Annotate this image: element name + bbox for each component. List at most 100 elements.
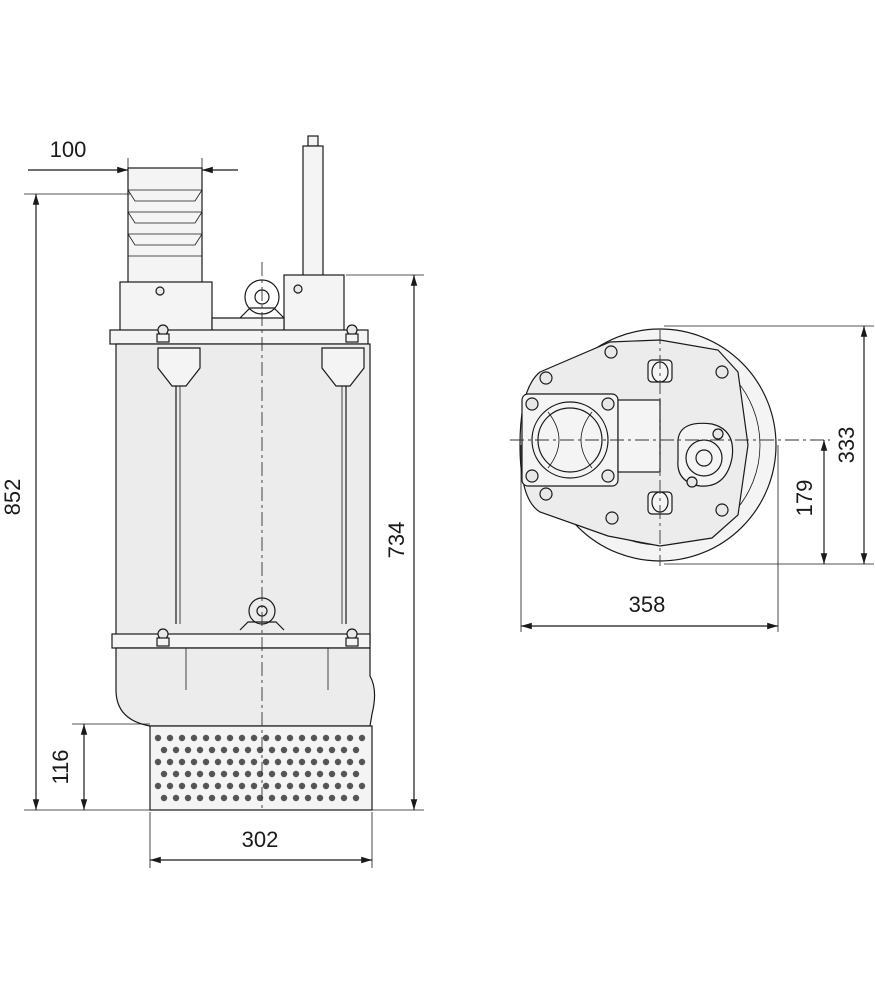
strainer-hole	[274, 734, 282, 742]
strainer-hole	[196, 770, 204, 778]
strainer-hole	[178, 782, 186, 790]
plan-depth-label: 333	[834, 427, 859, 464]
strainer-hole	[154, 782, 162, 790]
strainer-hole	[190, 758, 198, 766]
strainer-hole	[166, 758, 174, 766]
strainer-hole	[268, 770, 276, 778]
strainer-hole	[202, 734, 210, 742]
strainer-hole	[172, 746, 180, 754]
strainer-hole	[328, 794, 336, 802]
strainer-hole	[214, 782, 222, 790]
strainer-hole	[202, 758, 210, 766]
strainer-hole	[172, 770, 180, 778]
strainer-hole	[220, 770, 228, 778]
strainer-hole	[226, 734, 234, 742]
strainer-hole	[340, 746, 348, 754]
strainer-hole	[316, 770, 324, 778]
strainer-hole	[304, 770, 312, 778]
strainer-hole	[166, 734, 174, 742]
strainer-hole	[214, 734, 222, 742]
strainer-hole	[328, 746, 336, 754]
strainer-hole	[358, 782, 366, 790]
strainer-hole	[346, 782, 354, 790]
strainer-hole	[328, 770, 336, 778]
strainer-hole	[184, 794, 192, 802]
strainer-hole	[232, 770, 240, 778]
dim-plan-half-depth: 179	[792, 440, 828, 564]
strainer-hole	[184, 746, 192, 754]
strainer-hole	[346, 734, 354, 742]
strainer-hole	[262, 758, 270, 766]
strainer-hole	[268, 746, 276, 754]
strainer-hole	[268, 794, 276, 802]
strainer-hole	[244, 770, 252, 778]
strainer-hole	[160, 794, 168, 802]
dim-outlet-diameter: 100	[28, 137, 238, 185]
strainer-hole	[208, 770, 216, 778]
strainer-height-label: 116	[48, 749, 73, 784]
power-cable	[302, 135, 324, 277]
strainer-hole	[262, 734, 270, 742]
strainer-hole	[298, 782, 306, 790]
strainer-hole	[160, 746, 168, 754]
strainer-hole	[292, 770, 300, 778]
strainer-hole	[316, 746, 324, 754]
strainer-hole	[232, 794, 240, 802]
strainer-hole	[280, 746, 288, 754]
strainer-hole	[208, 746, 216, 754]
strainer-hole	[178, 758, 186, 766]
plan-half-depth-label: 179	[792, 480, 817, 517]
pump-housing	[111, 628, 376, 727]
strainer-hole	[286, 734, 294, 742]
strainer-hole	[214, 758, 222, 766]
strainer-hole	[184, 770, 192, 778]
strainer-hole	[280, 794, 288, 802]
strainer-hole	[244, 746, 252, 754]
inlet-strainer	[149, 725, 373, 811]
strainer-hole	[322, 734, 330, 742]
dim-overall-height: 852	[0, 193, 150, 811]
strainer-hole	[334, 734, 342, 742]
strainer-hole	[292, 746, 300, 754]
strainer-hole	[310, 758, 318, 766]
strainer-hole	[286, 758, 294, 766]
strainer-hole	[352, 770, 360, 778]
strainer-hole	[178, 734, 186, 742]
dim-body-height: 734	[346, 274, 424, 811]
strainer-hole	[250, 782, 258, 790]
strainer-hole	[310, 782, 318, 790]
strainer-hole	[238, 782, 246, 790]
strainer-hole	[172, 794, 180, 802]
strainer-hole	[292, 794, 300, 802]
strainer-hole	[208, 794, 216, 802]
side-elevation: 100 852 734 116	[0, 135, 424, 868]
motor-body	[115, 343, 371, 645]
strainer-hole	[334, 782, 342, 790]
strainer-hole	[298, 758, 306, 766]
strainer-hole	[202, 782, 210, 790]
strainer-hole	[340, 794, 348, 802]
strainer-width-label: 302	[242, 827, 279, 852]
strainer-hole	[232, 746, 240, 754]
plan-width-label: 358	[629, 592, 666, 617]
dim-strainer-width: 302	[149, 812, 373, 868]
dim-strainer-height: 116	[48, 723, 150, 810]
strainer-hole	[244, 794, 252, 802]
overall-height-label: 852	[0, 479, 25, 516]
outlet-hose-connector	[127, 167, 203, 289]
dim-plan-depth: 333	[664, 325, 874, 565]
strainer-hole	[160, 770, 168, 778]
strainer-hole	[154, 734, 162, 742]
plan-view: 358 333 179	[510, 325, 874, 632]
strainer-hole	[190, 782, 198, 790]
strainer-hole	[322, 782, 330, 790]
strainer-hole	[346, 758, 354, 766]
plan-cable-entry	[677, 422, 734, 488]
strainer-hole	[220, 794, 228, 802]
strainer-hole	[358, 734, 366, 742]
strainer-hole	[274, 782, 282, 790]
strainer-hole	[316, 794, 324, 802]
strainer-hole	[358, 758, 366, 766]
strainer-hole	[238, 758, 246, 766]
plan-perimeter-bolts	[539, 345, 729, 525]
